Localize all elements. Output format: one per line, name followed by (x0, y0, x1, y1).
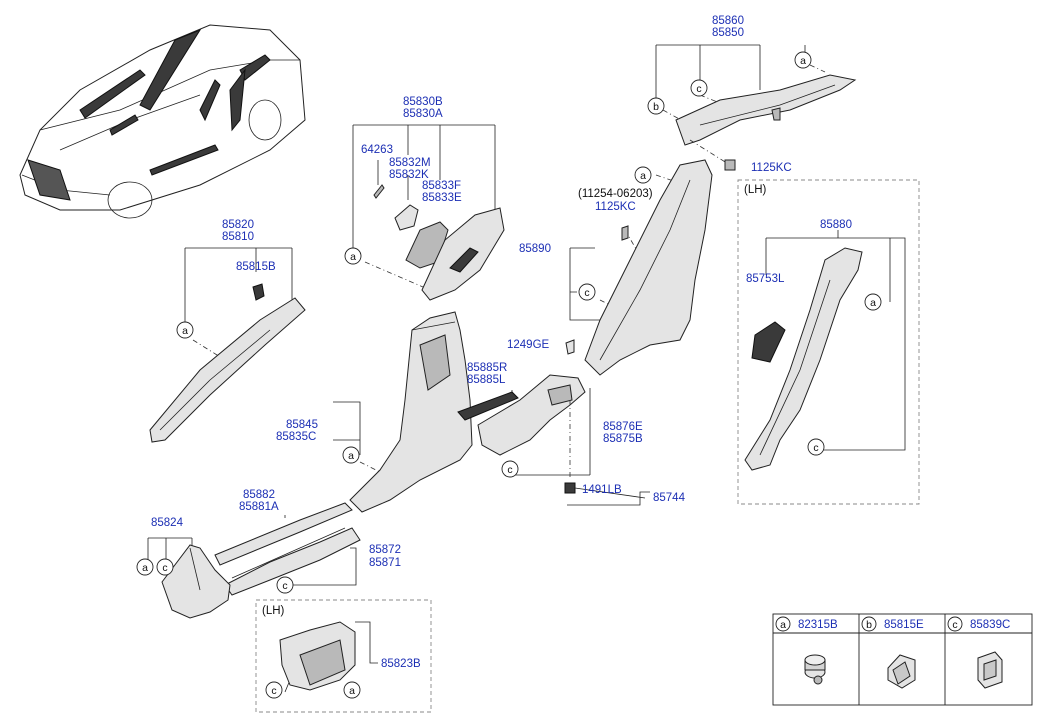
label-85833F: 85833F (422, 180, 461, 192)
lh-box-85880 (737, 179, 920, 505)
label-85830A: 85830A (403, 108, 443, 120)
label-85823B: 85823B (381, 658, 421, 670)
svg-text:a: a (142, 562, 148, 574)
callout-c: c (501, 460, 519, 478)
svg-text:b: b (866, 619, 872, 631)
clip-85815E-icon (887, 654, 916, 689)
svg-text:c: c (584, 287, 589, 299)
svg-text:a: a (870, 297, 876, 309)
legend-part-82315B: 82315B (798, 619, 838, 631)
svg-text:a: a (780, 619, 786, 631)
svg-text:b: b (653, 101, 659, 113)
lh-box-85823B (255, 599, 432, 713)
svg-text:c: c (696, 83, 701, 95)
label-85753L: 85753L (746, 273, 785, 285)
label-85872: 85872 (369, 544, 401, 556)
callout-a: a (136, 558, 154, 576)
legend-part-85815E: 85815E (884, 619, 924, 631)
label-85744: 85744 (653, 492, 686, 504)
callout-c: c (807, 438, 825, 456)
part-group-85860 (655, 44, 857, 171)
label-85871: 85871 (369, 557, 401, 569)
label-85832M: 85832M (389, 157, 431, 169)
part-group-85845 (333, 311, 473, 513)
part-number-labels: 85860 85850 85830B 85830A 64263 85832M 8… (151, 15, 852, 670)
svg-text:a: a (182, 325, 188, 337)
legend-part-85839C: 85839C (970, 619, 1010, 631)
legend-cell-b: b 85815E (861, 616, 924, 689)
label-85824: 85824 (151, 517, 184, 529)
label-1125KC-mid: 1125KC (595, 201, 636, 213)
vehicle-overview-illustration (19, 24, 306, 219)
svg-text:c: c (952, 619, 957, 631)
label-64263: 64263 (361, 144, 393, 156)
callout-a: a (864, 293, 882, 311)
callout-c: c (265, 681, 283, 699)
callout-a: a (343, 681, 361, 699)
legend-cell-a: a 82315B (775, 616, 838, 685)
svg-text:a: a (348, 450, 354, 462)
label-85860: 85860 (712, 15, 744, 27)
legend-cell-c: c 85839C (947, 616, 1010, 689)
label-lh-right: (LH) (744, 184, 767, 196)
part-group-85882 (214, 502, 361, 596)
callout-c: c (690, 79, 708, 97)
label-1125KC-top: 1125KC (751, 162, 792, 174)
label-1249GE: 1249GE (507, 339, 550, 351)
label-85882: 85882 (243, 489, 275, 501)
svg-text:a: a (350, 251, 356, 263)
label-85815B: 85815B (236, 261, 276, 273)
callout-c: c (578, 283, 596, 301)
part-group-85830 (352, 124, 505, 301)
label-85885R: 85885R (467, 362, 507, 374)
callout-c: c (156, 558, 174, 576)
svg-text:a: a (349, 685, 355, 697)
label-85835C: 85835C (276, 431, 316, 443)
label-85830B: 85830B (403, 96, 443, 108)
label-85810: 85810 (222, 231, 254, 243)
svg-text:c: c (813, 442, 818, 454)
svg-text:a: a (800, 55, 806, 67)
clip-85839C-icon (977, 651, 1003, 689)
label-85880: 85880 (820, 219, 852, 231)
callout-markers: a c b a a c a a c a c a c c c a (136, 51, 882, 699)
label-85875B: 85875B (603, 433, 643, 445)
svg-text:c: c (271, 685, 276, 697)
svg-text:a: a (640, 170, 646, 182)
label-85833E: 85833E (422, 192, 462, 204)
callout-a: a (634, 166, 652, 184)
label-11254-06203: (11254-06203) (578, 188, 653, 200)
label-85876E: 85876E (603, 421, 643, 433)
svg-text:c: c (162, 562, 167, 574)
callout-b: b (647, 97, 665, 115)
part-group-85824 (147, 537, 231, 619)
callout-a: a (794, 51, 812, 69)
label-85832K: 85832K (389, 169, 429, 181)
label-85881A: 85881A (239, 501, 279, 513)
label-85885L: 85885L (467, 374, 506, 386)
fastener-legend-table: a 82315B b 85815E c 85839C (772, 613, 1033, 706)
label-85890: 85890 (519, 243, 551, 255)
svg-text:c: c (507, 464, 512, 476)
part-group-85885 (457, 374, 650, 506)
label-1491LB: 1491LB (582, 484, 622, 496)
label-lh-lower: (LH) (262, 605, 285, 617)
part-group-85890 (565, 159, 713, 376)
callout-c: c (276, 576, 294, 594)
callout-a: a (342, 446, 360, 464)
label-85845: 85845 (286, 419, 318, 431)
callout-a: a (344, 247, 362, 265)
label-85820: 85820 (222, 219, 254, 231)
clip-82315B-icon (804, 654, 826, 685)
part-group-85820 (149, 247, 306, 443)
callout-a: a (176, 321, 194, 339)
label-85850: 85850 (712, 27, 744, 39)
svg-text:c: c (282, 580, 287, 592)
